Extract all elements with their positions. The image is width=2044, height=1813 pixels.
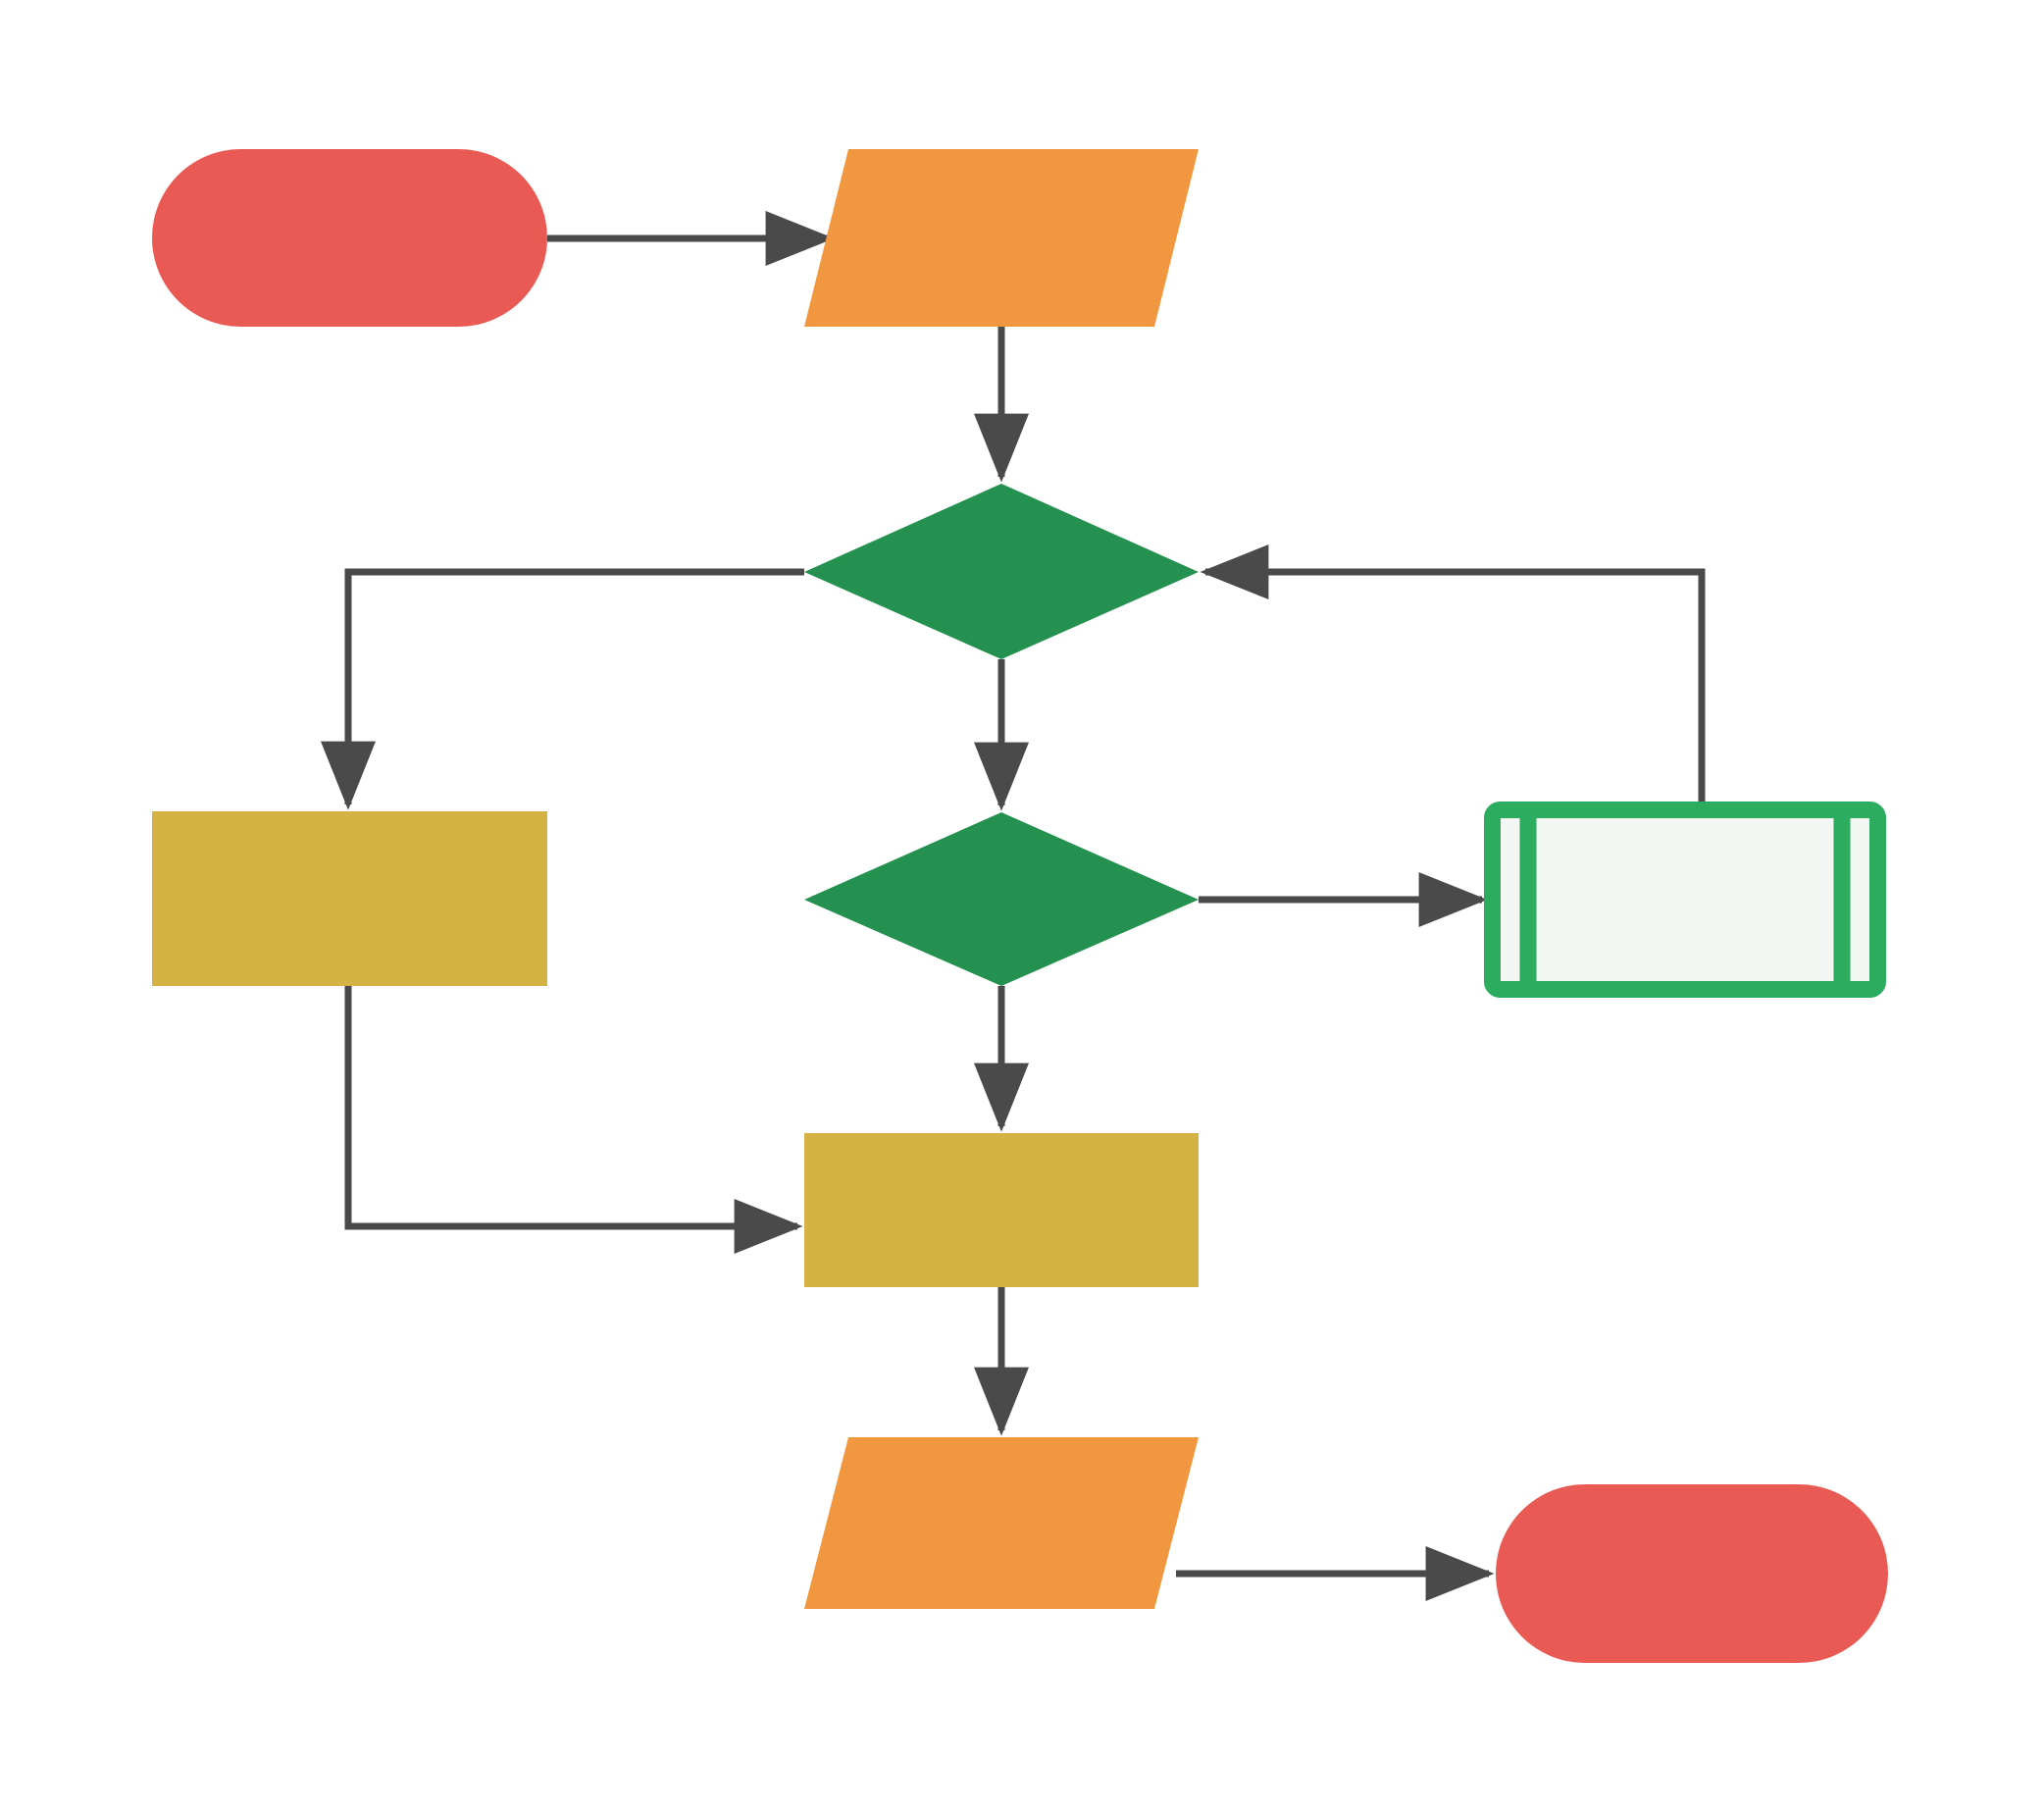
node-output-io[interactable] <box>804 1437 1199 1609</box>
decision-one-shape[interactable] <box>804 484 1199 659</box>
node-process-left[interactable] <box>152 811 547 986</box>
edge-process-left-to-process-center <box>344 986 803 1254</box>
node-layer <box>152 149 1888 1663</box>
edge-layer <box>321 211 1706 1601</box>
start-terminator-shape[interactable] <box>152 149 547 327</box>
node-decision-two[interactable] <box>804 812 1199 986</box>
node-process-center[interactable] <box>804 1133 1199 1287</box>
input-io-shape[interactable] <box>804 149 1199 327</box>
node-input-io[interactable] <box>804 149 1199 327</box>
node-end-terminator[interactable] <box>1496 1484 1888 1663</box>
subroutine-right-shape[interactable] <box>1484 802 1886 998</box>
node-decision-one[interactable] <box>804 484 1199 659</box>
edge-decision-one-to-process-left <box>321 568 804 810</box>
node-subroutine-right[interactable] <box>1484 802 1886 998</box>
output-io-shape[interactable] <box>804 1437 1199 1609</box>
edge-subroutine-to-decision-one <box>1200 544 1706 806</box>
node-start-terminator[interactable] <box>152 149 547 327</box>
end-terminator-shape[interactable] <box>1496 1484 1888 1663</box>
process-left-shape[interactable] <box>152 811 547 986</box>
decision-two-shape[interactable] <box>804 812 1199 986</box>
process-center-shape[interactable] <box>804 1133 1199 1287</box>
